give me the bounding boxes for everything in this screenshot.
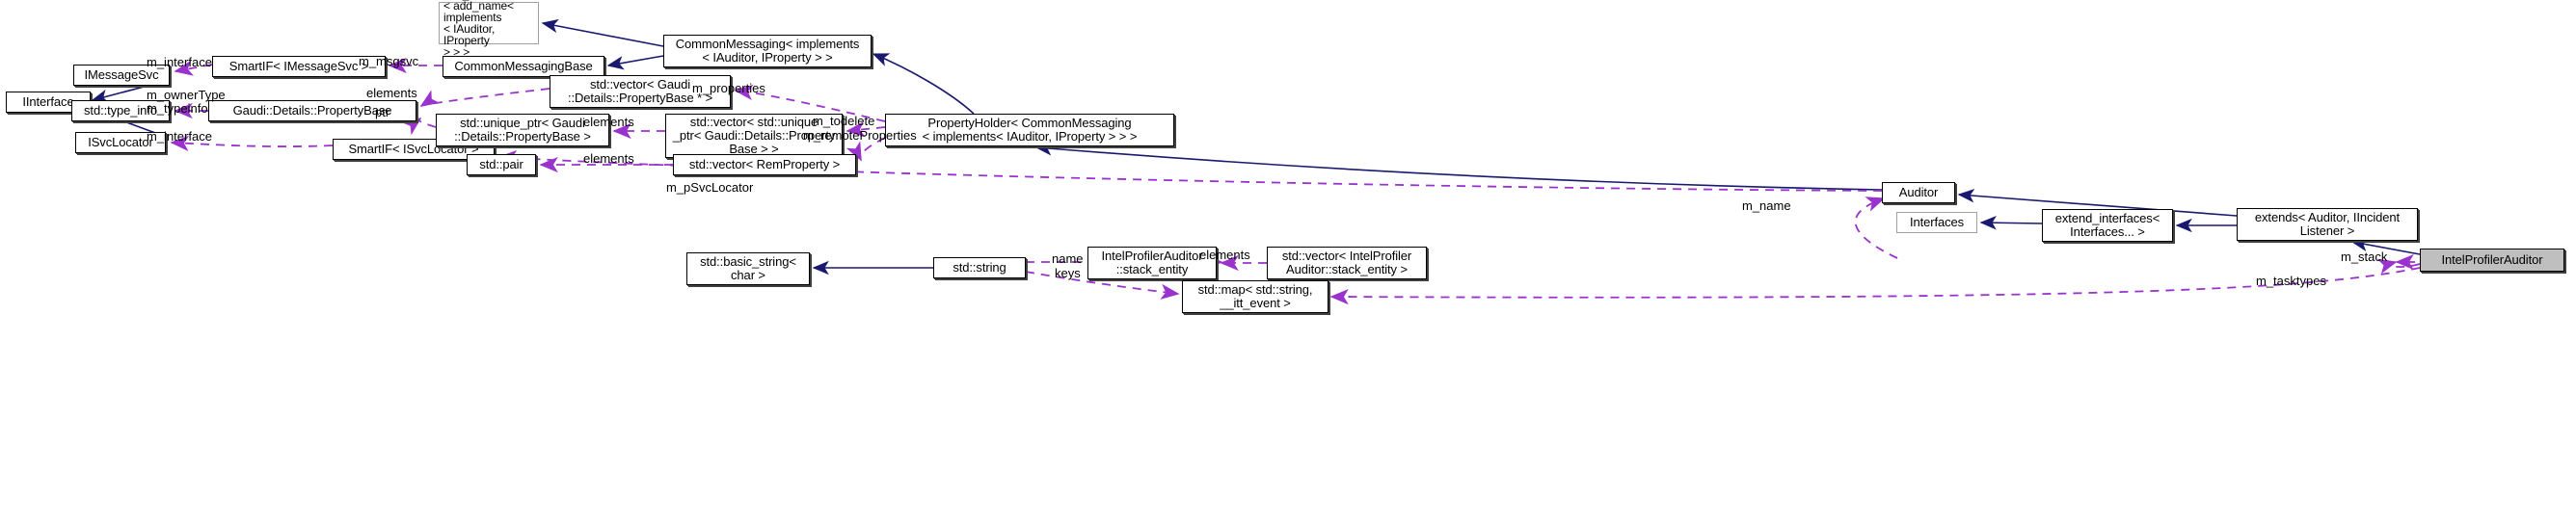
edge-label-m-tasktypes: m_tasktypes <box>2256 274 2326 288</box>
node-add-servicelocator[interactable]: add_serviceLocator < add_name< implement… <box>439 0 539 58</box>
edge-label-m-interface-bottom: m_interface <box>147 129 212 144</box>
edge-label-m-ownertype-m-typeinfo: m_ownerType m_typeinfo <box>147 88 226 116</box>
edge-label-m-remoteproperties: m_remoteProperties <box>803 128 917 143</box>
node-propertyholder[interactable]: PropertyHolder< CommonMessaging < implem… <box>885 114 1174 146</box>
node-intelprofilerauditor[interactable]: IntelProfilerAuditor <box>2420 249 2564 272</box>
edge-label-m-psvclocator: m_pSvcLocator <box>666 180 754 195</box>
edge-label-elements-4: elements <box>1199 248 1250 262</box>
node-unique-ptr-propertybase[interactable]: std::unique_ptr< Gaudi ::Details::Proper… <box>436 114 609 146</box>
node-std-pair[interactable]: std::pair <box>467 154 536 175</box>
node-isvclocator[interactable]: ISvcLocator <box>75 132 166 153</box>
node-extends-auditor-iincidentlistener[interactable]: extends< Auditor, IIncident Listener > <box>2237 208 2418 241</box>
node-gaudi-details-propertybase[interactable]: Gaudi::Details::PropertyBase <box>208 100 416 121</box>
edge-label-ptr: ptr <box>375 105 390 119</box>
node-iinterface[interactable]: IInterface <box>6 92 91 113</box>
edge-label-m-stack: m_stack <box>2341 249 2388 264</box>
node-vector-stack-entity[interactable]: std::vector< IntelProfiler Auditor::stac… <box>1267 247 1427 279</box>
node-std-type-info[interactable]: std::type_info <box>71 100 170 121</box>
node-map-string-itt-event[interactable]: std::map< std::string, __itt_event > <box>1182 280 1328 313</box>
node-vector-remproperty[interactable]: std::vector< RemProperty > <box>673 154 856 175</box>
edge-label-m-interface-top: m_interface <box>147 55 212 69</box>
node-vector-unique-ptr-propertybase[interactable]: std::vector< std::unique _ptr< Gaudi::De… <box>665 114 843 158</box>
edge-label-m-todelete: m_todelete <box>813 114 875 128</box>
edge-label-m-msgsvc: m_msgsvc <box>359 54 419 68</box>
edge-label-m-properties: m_properties <box>692 81 765 95</box>
node-smartif-imessagesvc[interactable]: SmartIF< IMessageSvc > <box>212 56 386 77</box>
edge-label-elements-2: elements <box>583 115 634 129</box>
node-extend-interfaces[interactable]: extend_interfaces< Interfaces... > <box>2042 209 2173 242</box>
node-vector-propertybase-ptr[interactable]: std::vector< Gaudi ::Details::PropertyBa… <box>550 75 731 108</box>
node-interfaces[interactable]: Interfaces <box>1896 212 1977 233</box>
inheritance-edges <box>91 18 2421 276</box>
edge-label-name: name <box>1052 251 1084 266</box>
edge-label-m-name: m_name <box>1742 198 1791 213</box>
node-std-basic-string-char[interactable]: std::basic_string< char > <box>686 252 810 285</box>
node-auditor[interactable]: Auditor <box>1882 182 1955 203</box>
edge-label-keys: keys <box>1055 266 1081 280</box>
node-imessagesvc[interactable]: IMessageSvc <box>73 65 170 86</box>
node-commonmessaging[interactable]: CommonMessaging< implements < IAuditor, … <box>663 35 872 67</box>
edge-label-elements-3: elements <box>583 151 634 166</box>
node-intelprofilerauditor-stack-entity[interactable]: IntelProfilerAuditor ::stack_entity <box>1087 247 1217 279</box>
node-std-string[interactable]: std::string <box>933 257 1026 278</box>
edge-label-elements-1: elements <box>366 86 417 100</box>
node-commonmessagingbase[interactable]: CommonMessagingBase <box>443 56 604 77</box>
